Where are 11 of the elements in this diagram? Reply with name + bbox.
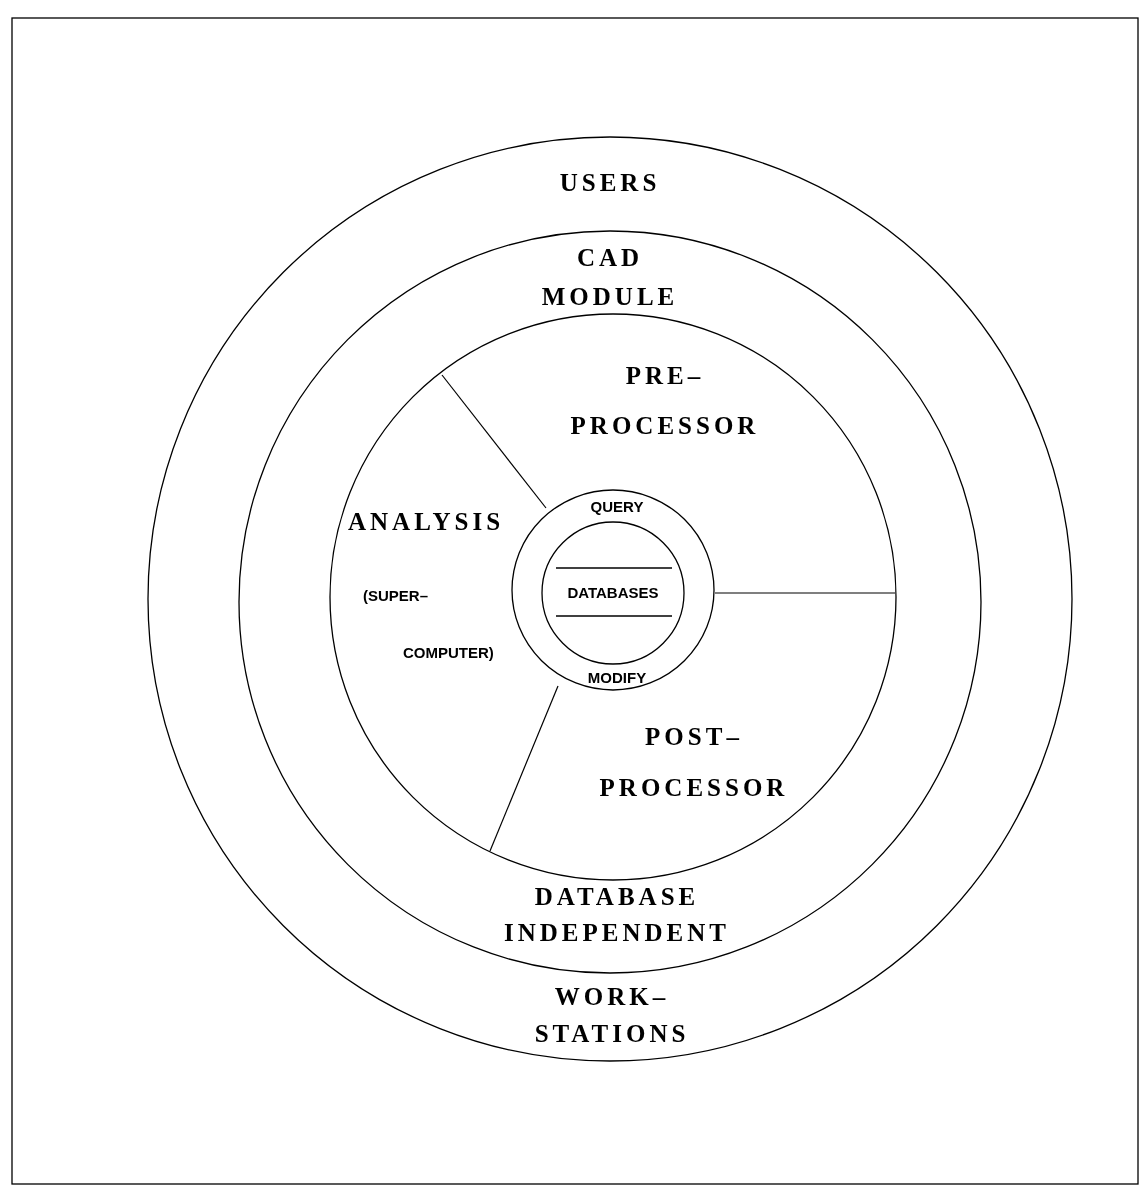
- ring-label: USERS: [559, 168, 661, 198]
- ring-label: QUERY: [590, 498, 644, 516]
- sector-label: POST– PROCESSOR: [599, 721, 789, 803]
- sector-label: ANALYSIS: [348, 507, 505, 537]
- sector-label: PRE– PROCESSOR: [570, 361, 760, 441]
- sector-sublabel: (SUPER– COMPUTER): [363, 585, 494, 663]
- ring-label: DATABASE INDEPENDENT: [504, 882, 730, 948]
- ring-label: WORK– STATIONS: [534, 981, 690, 1049]
- ring-label: MODIFY: [587, 669, 647, 687]
- ring-label: CAD MODULE: [541, 242, 679, 312]
- database-label: DATABASES: [567, 583, 659, 603]
